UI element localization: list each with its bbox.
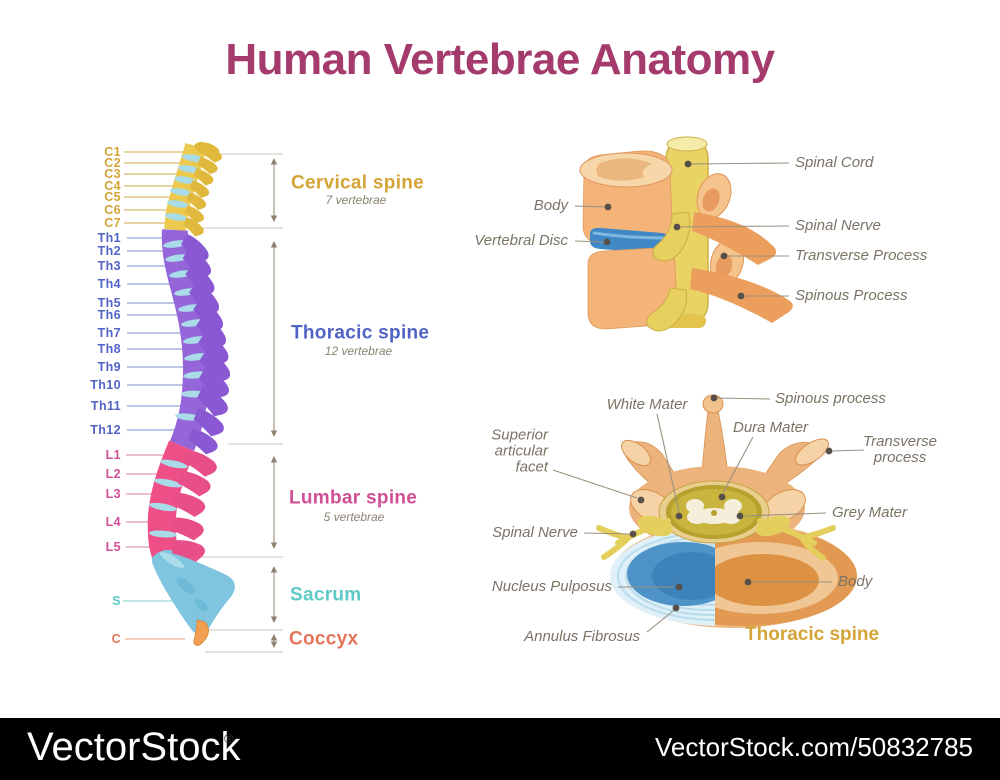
vertebra-label-th6: Th6 [97, 307, 121, 322]
section-title-thoracic: Thoracic spine [291, 322, 430, 344]
label-spinal-nerve-cross: Spinal Nerve [492, 523, 578, 541]
vertebra-label-c7: C7 [104, 215, 121, 230]
vertebra-label-c: C [111, 631, 121, 646]
section-title-lumbar: Lumbar spine [289, 487, 418, 509]
leader-lines [552, 162, 865, 633]
brand-logo: VectorStock [27, 725, 241, 769]
vertebra-label-l2: L2 [105, 466, 121, 481]
section-title-cervical: Cervical spine [291, 172, 425, 194]
label-dura-mater: Dura Mater [733, 418, 809, 436]
vertebra-label-l4: L4 [105, 514, 121, 529]
disc-highlight [592, 231, 668, 240]
spinal-nerve-shape [652, 211, 691, 262]
vertebra-label-c6: C6 [104, 202, 121, 217]
coccyx-shape [193, 619, 209, 646]
watermark-bar: VectorStock ® VectorStock.com/50832785 [0, 718, 1000, 780]
label-annulus-fibrosus: Annulus Fibrosus [524, 627, 640, 645]
section-sub-lumbar: 5 vertebrae [323, 510, 385, 524]
leader-dots [603, 160, 833, 612]
vertebra-label-l5: L5 [105, 539, 121, 554]
label-body-cross: Body [838, 572, 873, 590]
process-tip [794, 438, 830, 466]
facet-knob-inner [715, 254, 733, 278]
label-vertebral-disc: Vertebral Disc [474, 231, 568, 249]
sacrum-detail [194, 598, 208, 612]
facet-knob-inner [702, 188, 720, 212]
label-transverse-process-cross: Transverse process [863, 432, 937, 466]
label-spinal-cord: Spinal Cord [795, 153, 874, 171]
vertebra-label-c4: C4 [104, 178, 121, 193]
side-view-illustration [579, 136, 793, 332]
label-nucleus-pulposus: Nucleus Pulposus [491, 577, 612, 595]
discs-and-processes [149, 146, 231, 562]
vertebra-label-c3: C3 [104, 166, 121, 181]
body-half [715, 526, 857, 626]
vertebra-label-th9: Th9 [97, 359, 121, 374]
vertebra-label-th8: Th8 [97, 341, 121, 356]
registered-mark: ® [224, 731, 234, 746]
section-tick-lines [188, 153, 283, 653]
sacrum-disc [159, 551, 185, 569]
page-title: Human Vertebrae Anatomy [225, 35, 775, 84]
label-spinal-nerve-side: Spinal Nerve [795, 216, 881, 234]
body-top-inner [596, 158, 652, 181]
vertebra-label-th11: Th11 [90, 398, 121, 413]
section-sub-thoracic: 12 vertebrae [324, 344, 393, 358]
label-spinous-process-cross: Spinous process [775, 389, 886, 407]
vertebra-label-th5: Th5 [97, 295, 121, 310]
image-credit: VectorStock.com/50832785 [655, 732, 973, 762]
nerve-branches [596, 518, 836, 561]
upper-wing [692, 212, 777, 265]
vertebra-leader-lines [123, 151, 190, 640]
spinal-cord-top [666, 136, 708, 152]
central-canal [711, 510, 717, 516]
vertebra-label-l3: L3 [105, 486, 121, 501]
label-spinous-process-side: Spinous Process [795, 286, 908, 304]
cross-section-illustration [596, 394, 857, 628]
vertebra-label-th2: Th2 [97, 243, 121, 258]
label-white-mater: White Mater [606, 395, 688, 413]
vertebra-label-th10: Th10 [90, 377, 121, 392]
vertebra-label-th1: Th1 [97, 230, 121, 245]
section-measure-arrows [270, 158, 278, 648]
vertebra-label-c5: C5 [104, 189, 121, 204]
label-superior-articular-facet: Superior articular facet [491, 426, 548, 477]
label-transverse-process-side: Transverse Process [795, 246, 928, 264]
vertebra-label-c2: C2 [104, 155, 121, 170]
vertebra-label-c1: C1 [104, 144, 121, 159]
vertebra-label-l1: L1 [105, 447, 121, 462]
label-grey-mater: Grey Mater [832, 503, 908, 521]
section-title-coccyx: Coccyx [289, 628, 359, 650]
vertebra-label-th7: Th7 [97, 325, 121, 340]
sacrum-detail [177, 577, 195, 595]
vertebra-label-th12: Th12 [90, 422, 121, 437]
process-tip [621, 439, 651, 467]
vertebra-label-s: S [112, 593, 121, 608]
vertebra-label-th3: Th3 [97, 258, 121, 273]
cross-section-caption: Thoracic spine [745, 624, 880, 645]
section-sub-cervical: 7 vertebrae [325, 193, 387, 207]
annulus-half [610, 526, 715, 626]
section-title-sacrum: Sacrum [290, 584, 362, 606]
spine-illustration [123, 142, 283, 653]
vertebra-label-th4: Th4 [97, 276, 121, 291]
spinal-nerve-shape [646, 287, 688, 332]
label-body-side: Body [533, 196, 568, 214]
